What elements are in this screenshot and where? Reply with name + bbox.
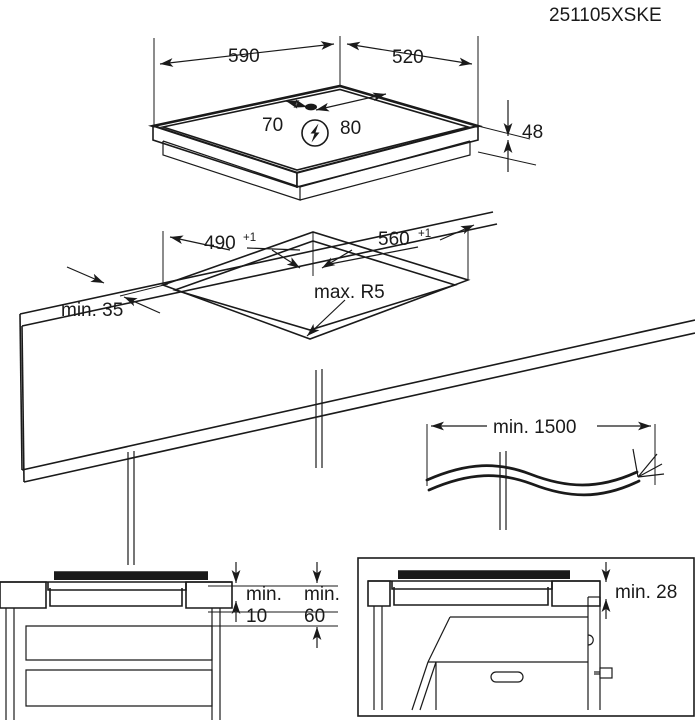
drawer-worktop-left [0, 581, 47, 609]
dimension-min-35-label: min. 35 [61, 300, 123, 321]
oven-knob-detail [587, 634, 594, 646]
dimension-min-28: min. 28 [601, 562, 677, 619]
dimension-min-1500-label: min. 1500 [493, 417, 576, 438]
connection-point-marker [305, 103, 317, 111]
drawer-upper [25, 625, 213, 661]
oven-hob-glass [398, 571, 570, 579]
hob-base-left [162, 141, 301, 201]
dimension-max-r5-label: max. R5 [314, 282, 385, 303]
dimension-70-label: 70 [262, 115, 283, 136]
hob-body-right-face [296, 124, 479, 189]
drawer-hob-body [49, 588, 183, 607]
cable-outline-top [425, 464, 639, 487]
cable-wire-3 [637, 463, 663, 478]
dimension-min-28-label: min. 28 [615, 582, 677, 603]
drawer-hob-glass [54, 572, 208, 580]
cable-outline-bottom [427, 474, 641, 497]
cutout-inner-outline [172, 240, 458, 331]
cable-wire-2 [637, 453, 658, 478]
dimension-560-tolerance: +1 [418, 228, 431, 240]
hob-overview-view: 590 520 70 [148, 36, 543, 201]
dimension-min-60: min. 60 [304, 562, 340, 648]
dimension-min-60-prefix: min. [304, 584, 340, 605]
drawing-title: 251105XSKE [549, 5, 662, 26]
cable-wire-1 [632, 448, 639, 478]
dimension-590: 590 [159, 41, 335, 67]
dimension-min-1500: min. 1500 [431, 417, 651, 438]
dimension-520: 520 [346, 41, 473, 68]
dimension-490: 490 +1 [169, 232, 301, 254]
dimension-min-35-witness [119, 283, 169, 297]
dimension-min-60-value: 60 [304, 606, 325, 627]
oven-fixing-screw [599, 667, 613, 679]
hob-base-right [299, 141, 471, 201]
oven-worktop-left [367, 580, 391, 607]
dimension-490-tolerance: +1 [243, 232, 256, 244]
dimension-560: 560 +1 [329, 224, 475, 265]
worktop-back-edge-top [19, 211, 494, 315]
oven-hob-flange [391, 581, 553, 590]
worktop-front-edge-top [21, 319, 695, 471]
worktop-back-edge-bottom [21, 223, 498, 327]
drawer-hob-flange [47, 582, 187, 591]
dimension-560-label: 560 [378, 229, 410, 250]
worktop-front-edge-bottom [23, 332, 695, 483]
dimension-48: 48 [503, 100, 543, 172]
worktop-left-side-b [21, 325, 25, 483]
dimension-min-10: min. 10 [231, 562, 282, 627]
dimension-490-label: 490 [204, 233, 236, 254]
worktop-cutout-view: 490 +1 560 +1 max. R5 [19, 211, 695, 565]
drawer-lower [25, 669, 213, 707]
section-over-drawer-view: min. 10 min. 60 [0, 562, 340, 720]
section-over-oven-view: min. 28 [357, 557, 695, 717]
dimension-max-r5: max. R5 [271, 249, 385, 337]
electrical-connection-icon [301, 119, 329, 147]
oven-worktop-right [551, 580, 601, 607]
dimension-520-label: 520 [392, 47, 424, 68]
oven-hob-body [393, 587, 549, 606]
dimension-590-label: 590 [228, 46, 260, 67]
cable-wire-4 [637, 473, 665, 478]
dimension-80: 80 [315, 92, 387, 139]
oven-section-frame [357, 557, 695, 717]
worktop-left-side-a [19, 313, 23, 471]
oven-door-handle [490, 671, 524, 683]
dimension-80-label: 80 [340, 118, 361, 139]
oven-body-bevel [427, 616, 451, 663]
dimension-min-10-value: 10 [246, 606, 267, 627]
hob-base-top-edge [162, 140, 471, 188]
oven-body-front-bevel-2 [419, 661, 437, 711]
dimension-48-label: 48 [522, 122, 543, 143]
dimension-560-leader [329, 246, 419, 265]
hob-glass-inner [159, 88, 472, 171]
dimension-490-leader [246, 247, 301, 251]
mains-cable-view: min. 1500 [425, 417, 665, 497]
oven-body-front-bevel [411, 661, 429, 711]
dimension-70: 70 [262, 99, 308, 136]
dimension-min-35: min. 35 [61, 266, 169, 321]
dimension-min-10-prefix: min. [246, 584, 282, 605]
